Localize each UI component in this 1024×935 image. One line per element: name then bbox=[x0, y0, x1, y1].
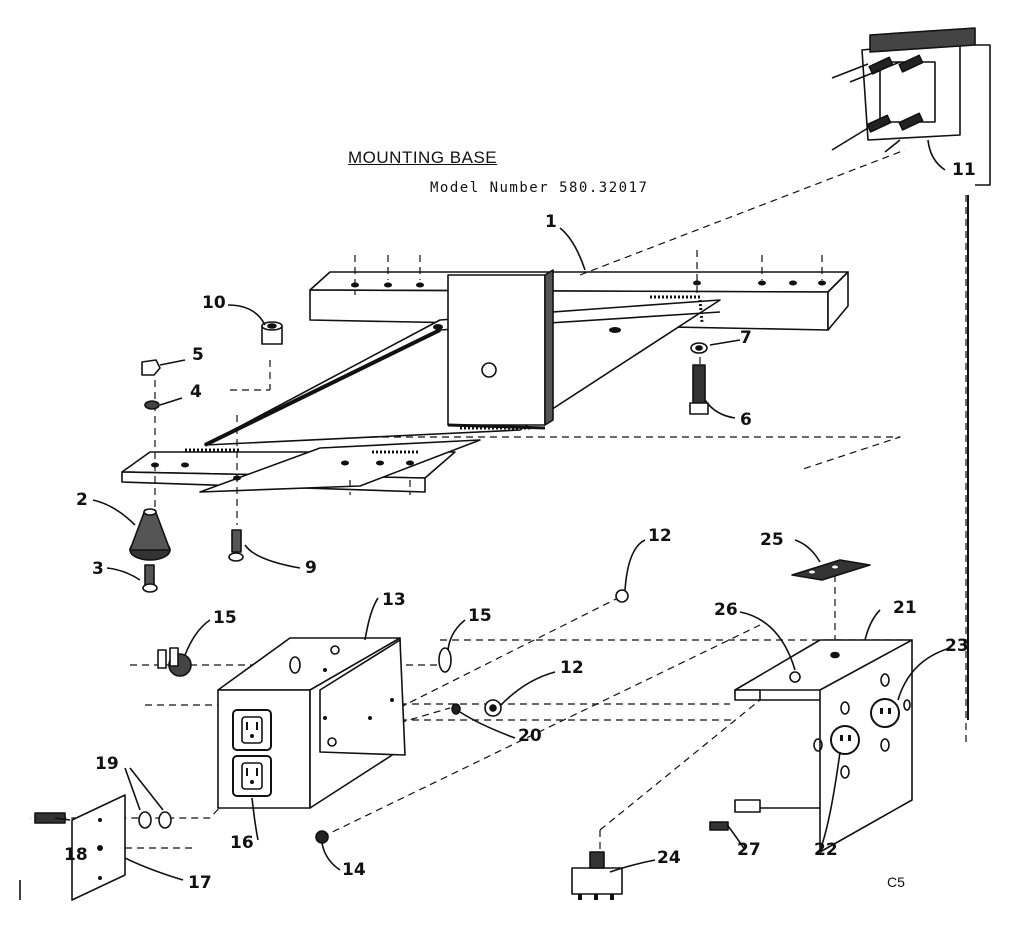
part-20-washer bbox=[451, 703, 461, 715]
callout-3: 3 bbox=[92, 559, 104, 579]
part-3-screw bbox=[142, 564, 158, 593]
callout-15-left: 15 bbox=[213, 608, 237, 628]
callout-24: 24 bbox=[657, 848, 681, 868]
part-7-washer bbox=[690, 342, 708, 354]
callout-20: 20 bbox=[518, 726, 542, 746]
part-25-plate bbox=[791, 559, 871, 581]
part-14-grommet bbox=[315, 830, 329, 844]
callout-14: 14 bbox=[342, 860, 366, 880]
callout-21: 21 bbox=[893, 598, 917, 618]
callout-10: 10 bbox=[202, 293, 226, 313]
callout-23: 23 bbox=[945, 636, 969, 656]
part-19-washers bbox=[138, 811, 172, 829]
part-11-relay bbox=[831, 27, 991, 186]
callout-13: 13 bbox=[382, 590, 406, 610]
callout-11: 11 bbox=[952, 160, 976, 180]
model-number: Model Number 580.32017 bbox=[430, 180, 649, 196]
callout-4: 4 bbox=[190, 382, 202, 402]
part-2-rubber-foot bbox=[129, 508, 171, 561]
callout-17: 17 bbox=[188, 873, 212, 893]
callout-18: 18 bbox=[64, 845, 88, 865]
part-21-switch-box bbox=[734, 639, 913, 853]
callout-25: 25 bbox=[760, 530, 784, 550]
diagram-title: MOUNTING BASE bbox=[348, 148, 498, 167]
part-17-plate bbox=[71, 794, 126, 901]
part-5-nut bbox=[141, 359, 161, 376]
part-16-receptacles bbox=[232, 709, 272, 797]
callout-7: 7 bbox=[740, 328, 752, 348]
part-4-washer bbox=[144, 400, 160, 410]
callout-6: 6 bbox=[740, 410, 752, 430]
callout-2: 2 bbox=[76, 490, 88, 510]
part-18-screw bbox=[34, 812, 66, 824]
part-22-23-receptacles bbox=[830, 698, 900, 755]
mounting-base-frame bbox=[121, 269, 849, 493]
callout-12-upper: 12 bbox=[648, 526, 672, 546]
part-6-bolt bbox=[689, 364, 709, 415]
callout-12-lower: 12 bbox=[560, 658, 584, 678]
callout-1: 1 bbox=[545, 212, 557, 232]
part-9-screw bbox=[228, 529, 244, 562]
callout-arrows bbox=[54, 139, 951, 881]
callout-22: 22 bbox=[814, 840, 838, 860]
page-code: C5 bbox=[887, 874, 905, 890]
callout-16: 16 bbox=[230, 833, 254, 853]
callout-9: 9 bbox=[305, 558, 317, 578]
part-15-connectors bbox=[157, 647, 452, 677]
callout-26: 26 bbox=[714, 600, 738, 620]
part-12-grommets bbox=[484, 589, 629, 717]
part-24-switch bbox=[571, 851, 623, 900]
part-27-screw bbox=[709, 821, 729, 831]
callout-27: 27 bbox=[737, 840, 761, 860]
callout-19: 19 bbox=[95, 754, 119, 774]
callout-5: 5 bbox=[192, 345, 204, 365]
part-10-spacer bbox=[261, 321, 283, 345]
callout-15-right: 15 bbox=[468, 606, 492, 626]
